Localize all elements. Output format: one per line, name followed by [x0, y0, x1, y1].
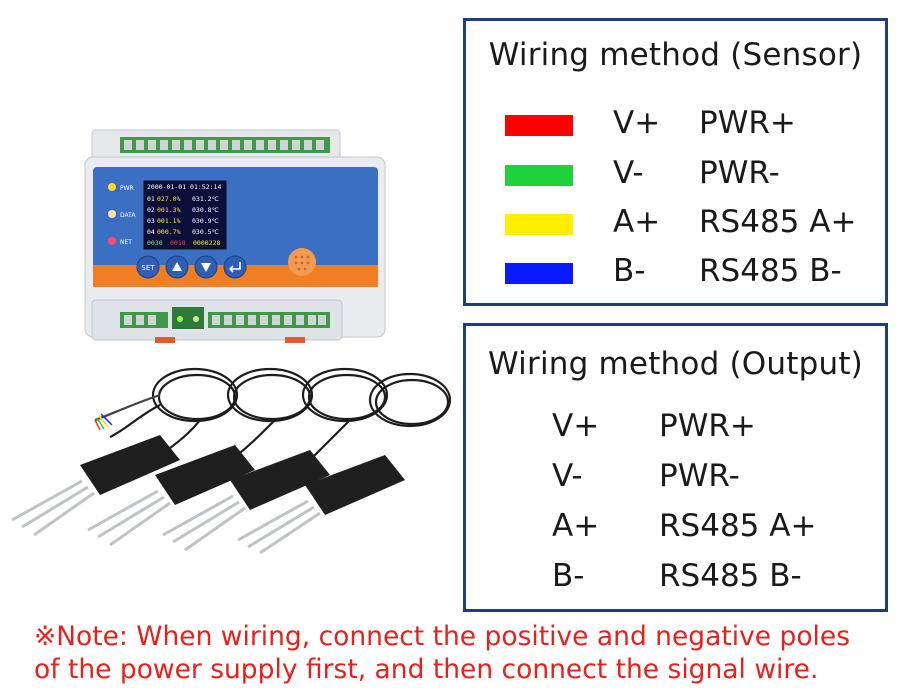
svg-text:0030: 0030 — [147, 239, 163, 247]
wire-color-swatch-green — [505, 165, 573, 186]
speaker-icon — [288, 248, 316, 276]
output-function: PWR- — [659, 458, 740, 494]
svg-text:001.1%: 001.1% — [157, 217, 181, 225]
output-function: PWR+ — [659, 408, 756, 444]
output-signal: B- — [552, 558, 585, 594]
soil-sensors — [11, 435, 405, 555]
output-wiring-panel: Wiring method (Output) V+ PWR+ V- PWR- A… — [463, 323, 888, 612]
svg-text:001.3%: 001.3% — [157, 206, 181, 214]
status-leds: PWR DATA NET — [108, 183, 136, 246]
note-line-2: of the power supply first, and then conn… — [34, 654, 819, 685]
svg-text:PWR: PWR — [120, 185, 134, 192]
note-line-1: ※Note: When wiring, connect the positive… — [34, 621, 851, 652]
sensor-function: RS485 B- — [699, 253, 842, 289]
wiring-note: ※Note: When wiring, connect the positive… — [34, 620, 894, 686]
output-function: RS485 A+ — [659, 508, 817, 544]
svg-text:027.0%: 027.0% — [157, 195, 181, 203]
lcd-screen: 2000-01-01 01:52:14 01 027.0% 031.2℃ 02 … — [143, 180, 227, 250]
svg-text:DATA: DATA — [120, 212, 136, 219]
output-signal: V+ — [552, 408, 600, 444]
output-panel-title: Wiring method (Output) — [488, 346, 863, 382]
sensor-row: B- RS485 B- — [466, 253, 885, 293]
output-function: RS485 B- — [659, 558, 802, 594]
svg-text:030.9℃: 030.9℃ — [192, 217, 220, 225]
svg-text:02: 02 — [147, 206, 155, 214]
wire-color-swatch-yellow — [505, 214, 573, 235]
output-signal: A+ — [552, 508, 600, 544]
svg-text:030.8℃: 030.8℃ — [192, 206, 220, 214]
svg-text:0000228: 0000228 — [193, 239, 220, 247]
svg-text:0018: 0018 — [170, 239, 186, 247]
sensor-function: RS485 A+ — [699, 204, 857, 240]
sensor-signal: V- — [613, 155, 644, 191]
sensor-row: V+ PWR+ — [466, 105, 885, 145]
sensor-panel-title: Wiring method (Sensor) — [488, 37, 863, 73]
sensor-signal: A+ — [613, 204, 661, 240]
svg-text:04: 04 — [147, 228, 155, 236]
svg-text:01: 01 — [147, 195, 155, 203]
wire-color-swatch-red — [505, 115, 573, 136]
enter-icon — [223, 255, 247, 279]
product-illustration: PWR DATA NET 2000-01-01 01:52:14 01 027.… — [11, 129, 452, 555]
sensor-wiring-panel: Wiring method (Sensor) V+ PWR+ V- PWR- A… — [463, 18, 888, 306]
svg-text:2000-01-01 01:52:14: 2000-01-01 01:52:14 — [147, 183, 221, 191]
controller-device: PWR DATA NET 2000-01-01 01:52:14 01 027.… — [84, 129, 386, 343]
svg-text:031.2℃: 031.2℃ — [192, 195, 220, 203]
output-signal: V- — [552, 458, 583, 494]
svg-text:03: 03 — [147, 217, 155, 225]
sensor-signal: B- — [613, 253, 646, 289]
wire-ends — [94, 413, 113, 431]
wire-color-swatch-blue — [505, 263, 573, 284]
sensor-signal: V+ — [613, 105, 661, 141]
output-row: V+ PWR+ — [466, 408, 885, 448]
svg-text:030.5℃: 030.5℃ — [192, 228, 220, 236]
output-row: B- RS485 B- — [466, 558, 885, 598]
svg-text:SET: SET — [141, 264, 155, 272]
sensor-row: A+ RS485 A+ — [466, 204, 885, 244]
sensor-function: PWR+ — [699, 105, 796, 141]
output-row: A+ RS485 A+ — [466, 508, 885, 548]
svg-text:000.7%: 000.7% — [157, 228, 181, 236]
control-buttons: SET — [136, 255, 247, 279]
sensor-row: V- PWR- — [466, 155, 885, 195]
svg-text:NET: NET — [120, 239, 132, 246]
output-row: V- PWR- — [466, 458, 885, 498]
sensor-function: PWR- — [699, 155, 780, 191]
